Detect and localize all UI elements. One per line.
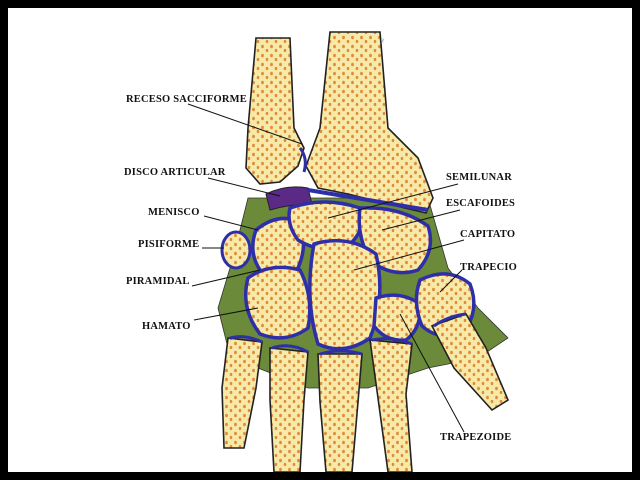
capitato-bone bbox=[308, 238, 382, 351]
radius-cartilage bbox=[307, 188, 429, 212]
label-disco-articular: DISCO ARTICULAR bbox=[124, 167, 226, 178]
leader-trapezoide bbox=[399, 313, 465, 433]
label-capitato: CAPITATO bbox=[460, 229, 516, 240]
label-trapecio: TRAPECIO bbox=[460, 262, 518, 273]
metacarpal-3 bbox=[317, 353, 363, 472]
hamato-bone bbox=[244, 265, 312, 340]
wrist-anatomy-illustration bbox=[187, 31, 510, 472]
pisiforme-bone bbox=[220, 230, 252, 270]
radius-bone bbox=[305, 31, 434, 214]
trapezoide-bone bbox=[372, 293, 422, 342]
leader-menisco bbox=[203, 215, 259, 231]
leader-piramidal bbox=[191, 269, 261, 287]
label-pisiforme: PISIFORME bbox=[138, 239, 200, 250]
metacarpal-5 bbox=[221, 337, 263, 449]
leader-capitato bbox=[353, 239, 465, 271]
leader-semilunar bbox=[327, 183, 459, 219]
leader-receso bbox=[187, 103, 303, 145]
leader-escafoides bbox=[381, 209, 461, 231]
label-semilunar: SEMILUNAR bbox=[446, 172, 512, 183]
artist-signature: ~ bbox=[379, 38, 386, 44]
metacarpal-4 bbox=[269, 347, 309, 472]
leader-disco bbox=[207, 177, 281, 197]
leader-trapecio bbox=[439, 269, 463, 293]
label-escafoides: ESCAFOIDES bbox=[446, 198, 516, 209]
label-hamato: HAMATO bbox=[142, 321, 191, 332]
ulna-bone bbox=[245, 37, 305, 185]
label-menisco: MENISCO bbox=[148, 207, 200, 218]
metacarpal-cartilage bbox=[229, 312, 467, 356]
label-piramidal: PIRAMIDAL bbox=[126, 276, 190, 287]
leader-hamato bbox=[193, 307, 259, 321]
metacarpal-2 bbox=[369, 339, 413, 472]
label-trapezoide: TRAPEZOIDE bbox=[440, 432, 512, 443]
label-receso-sacciforme: RECESO SACCIFORME bbox=[126, 94, 247, 105]
leader-lines bbox=[187, 103, 465, 433]
receso-recess bbox=[298, 147, 307, 173]
slide: ~ RECESO SACCIFORME DISCO ARTICULAR MENI… bbox=[8, 8, 632, 472]
